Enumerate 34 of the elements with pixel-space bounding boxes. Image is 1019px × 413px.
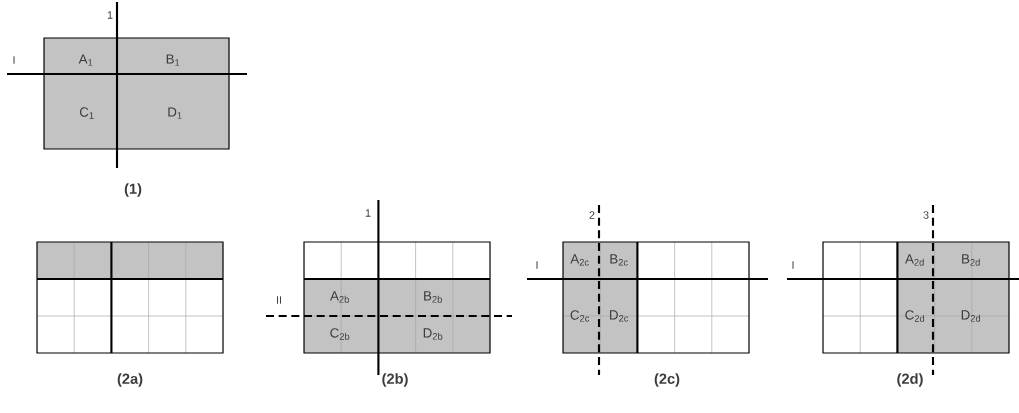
cut-label: 1 [365,209,371,217]
cut-label: 2 [589,211,595,219]
grid-panel [36,241,224,354]
panel-caption: (2c) [654,373,680,387]
panel-caption: (1) [124,183,142,197]
cell-label: C$_{2c}$ [570,310,590,322]
cell-label: A$_{1}$ [78,54,93,66]
cut-label: I [536,261,538,269]
cell-label: A$_{2d}$ [905,254,924,266]
grid-panel [43,37,230,150]
panel-caption: (2d) [897,373,923,387]
grid-panel [822,241,1010,354]
cell-label: B$_{2c}$ [610,254,628,266]
cell-label: D$_{2b}$ [423,328,443,340]
cut-label: I [13,56,15,64]
cell-label: A$_{2c}$ [570,254,589,266]
grid-panel [562,241,750,354]
panel-caption: (2b) [382,373,408,387]
cell-label: A$_{2b}$ [330,291,349,303]
cell-label: C$_{2b}$ [330,328,350,340]
panel-caption: (2a) [117,373,143,387]
cut-label: II [277,296,281,304]
cell-label: B$_{2b}$ [424,291,442,303]
cell-label: D$_{2c}$ [610,310,629,322]
cell-label: D$_{1}$ [168,107,182,119]
grid-panel [303,241,491,354]
cell-label: B$_{1}$ [166,54,180,66]
cut-label: 3 [923,211,929,219]
cut-label: 1 [107,11,113,19]
cell-label: C$_{1}$ [79,107,94,119]
cell-label: C$_{2d}$ [905,310,925,322]
cell-label: B$_{2d}$ [962,254,980,266]
cell-label: D$_{2d}$ [961,310,981,322]
cut-label: I [792,261,794,269]
